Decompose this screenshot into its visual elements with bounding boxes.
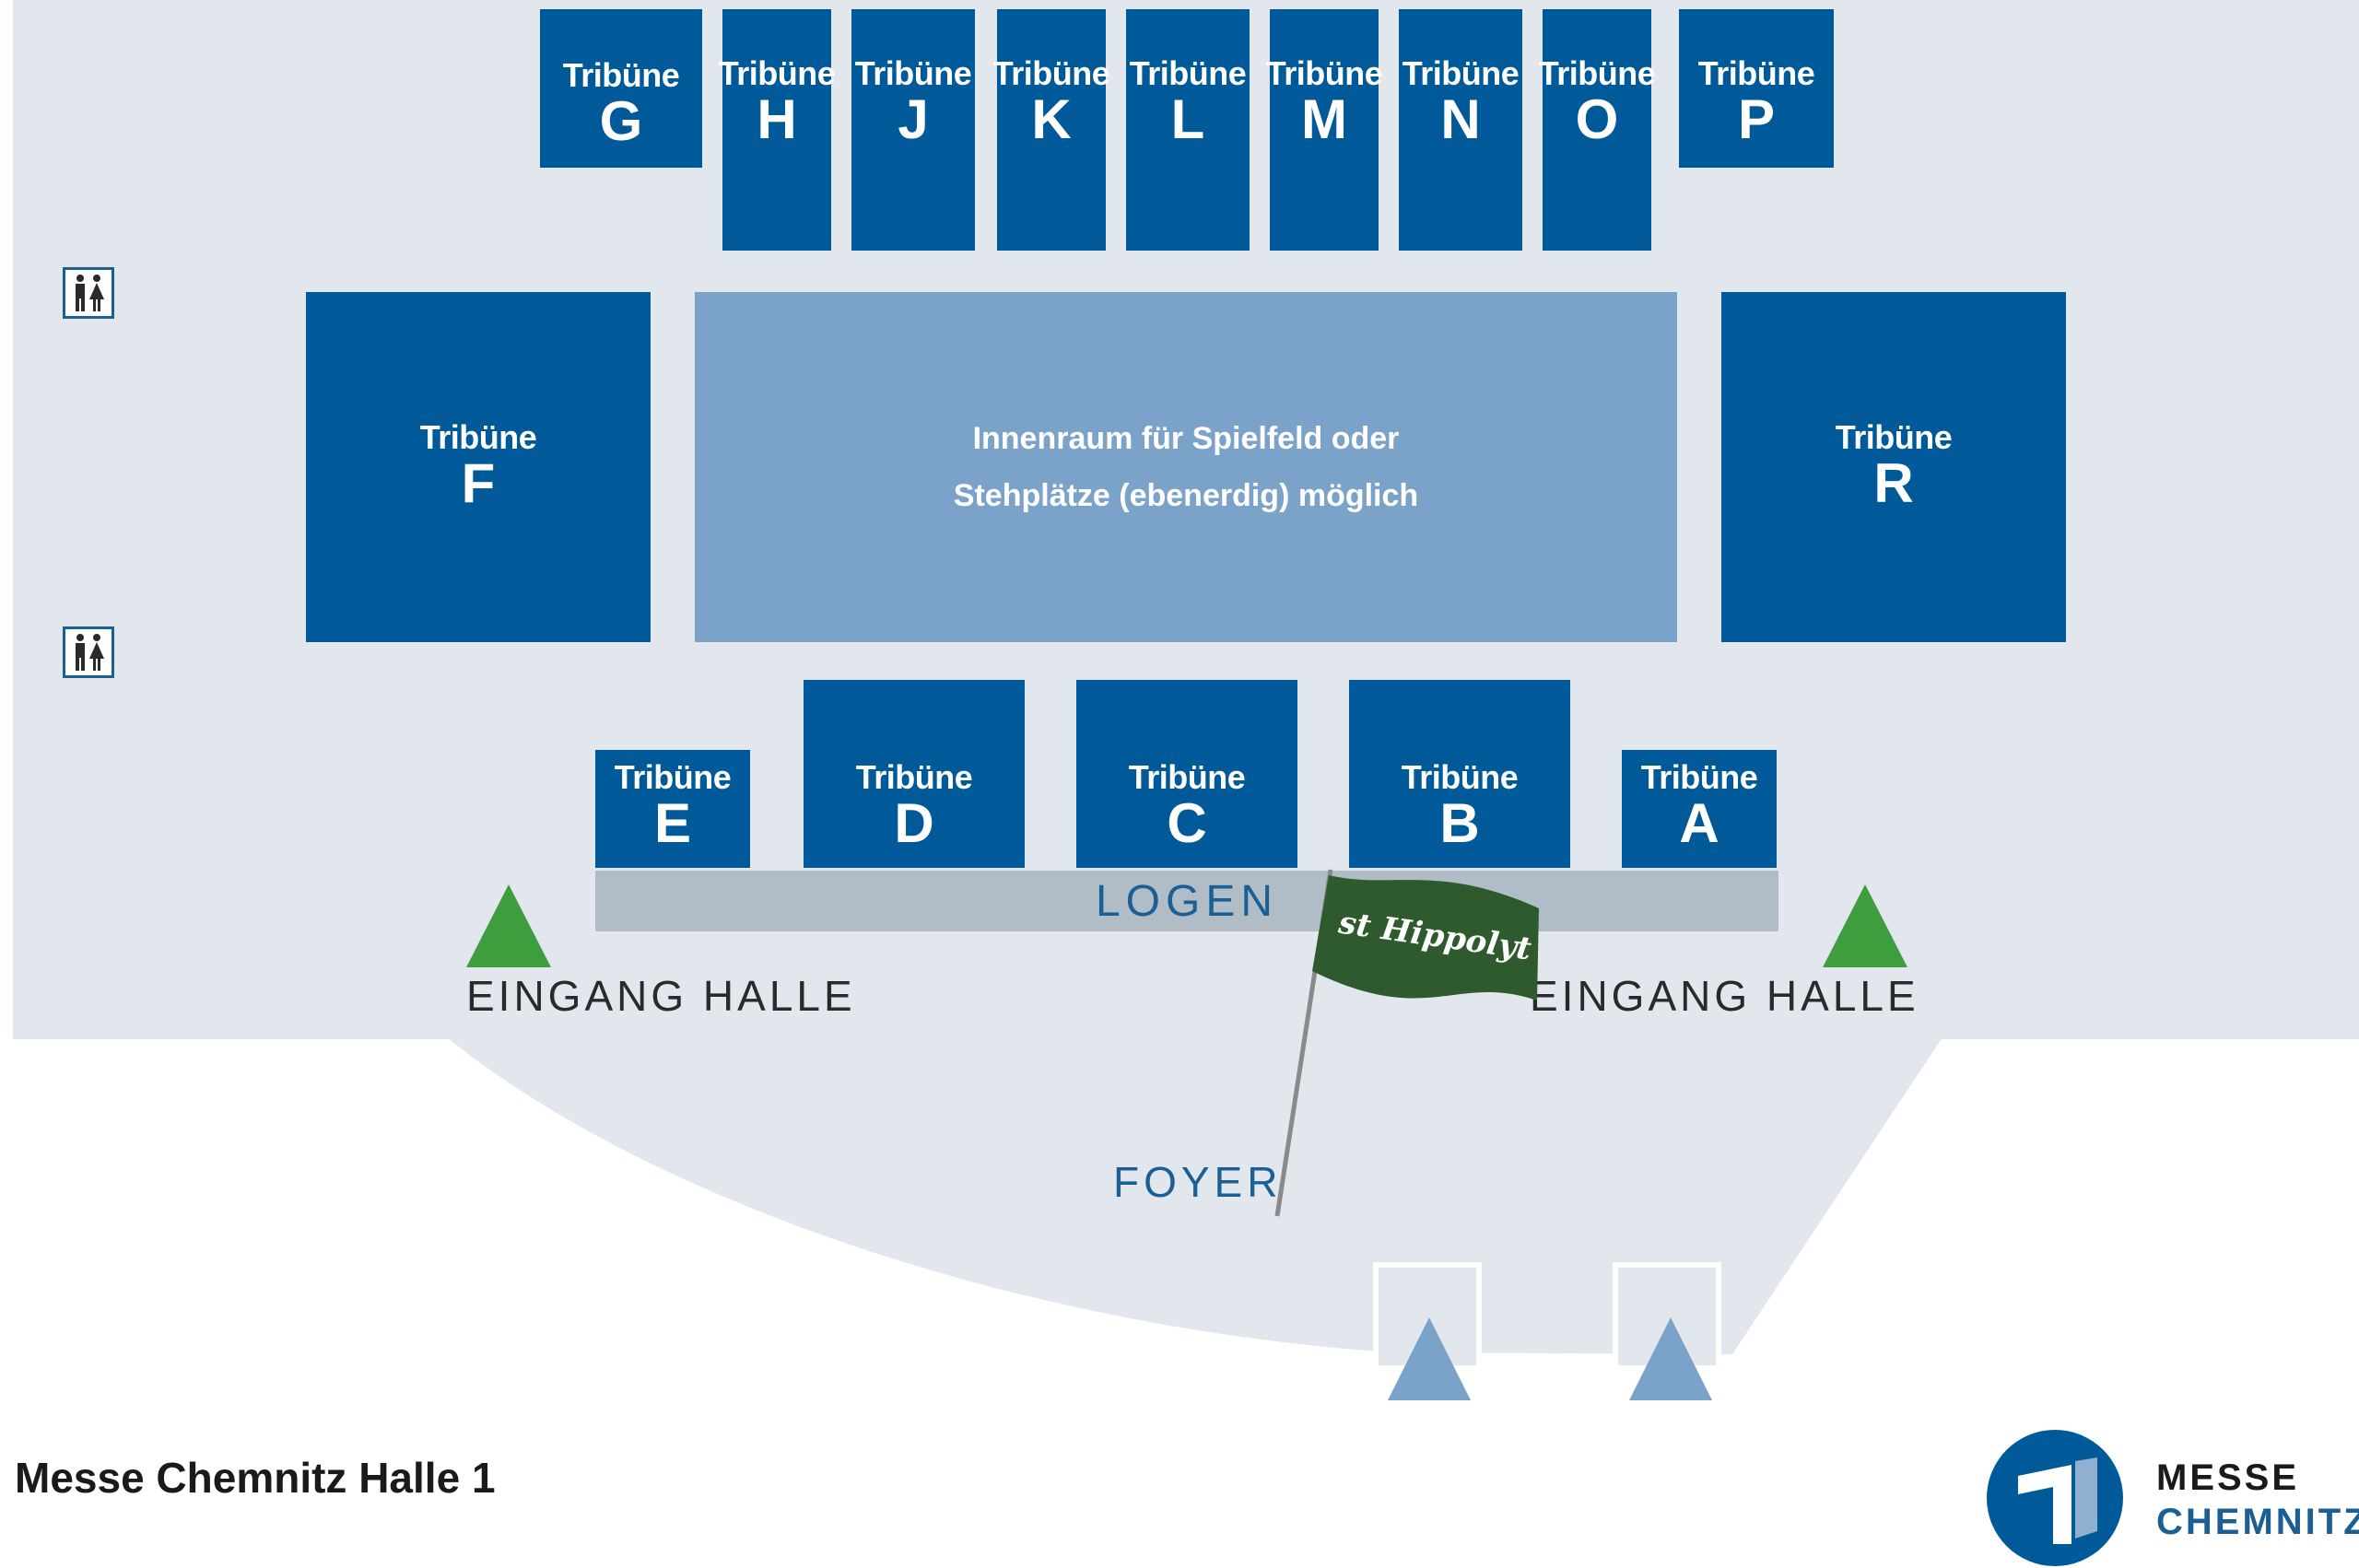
tribune-letter: P [1737, 88, 1776, 150]
flag-icon [1274, 869, 1539, 1217]
tribune-letter: R [1873, 452, 1914, 514]
messe-logo-icon [1987, 1430, 2123, 1566]
tribune-l[interactable]: Tribüne L [1126, 9, 1250, 251]
inner-field[interactable]: Innenraum für Spielfeld oder Stehplätze … [695, 292, 1677, 642]
tribune-letter: A [1679, 792, 1719, 854]
tribune-label: Tribüne [1538, 54, 1656, 92]
restroom-icon [63, 267, 114, 319]
entrance-label-left: EINGANG HALLE [466, 972, 856, 1020]
tribune-letter: C [1167, 792, 1207, 854]
tribune-label: Tribüne [1265, 54, 1383, 92]
tribune-label: Tribüne [854, 54, 972, 92]
entrance-arrow-icon [466, 884, 551, 967]
tribune-c[interactable]: Tribüne C [1076, 680, 1297, 868]
tribune-label: Tribüne [1640, 758, 1758, 796]
tribune-j[interactable]: Tribüne J [851, 9, 975, 251]
tribune-letter: J [898, 88, 929, 150]
logen-label: LOGEN [1095, 876, 1279, 926]
tribune-h[interactable]: Tribüne H [719, 9, 836, 251]
entrance-arrow-icon [1388, 1317, 1471, 1400]
tribune-letter: H [757, 88, 797, 150]
tribune-label: Tribüne [1402, 54, 1520, 92]
tribune-letter: N [1440, 88, 1481, 150]
tribune-letter: D [894, 792, 934, 854]
page-title: Messe Chemnitz Halle 1 [15, 1454, 496, 1502]
tribune-letter: G [599, 90, 643, 152]
tribune-b[interactable]: Tribüne B [1349, 680, 1570, 868]
entrance-arrow-icon [1823, 884, 1907, 967]
tribune-label: Tribüne [1835, 418, 1953, 456]
tribune-o[interactable]: Tribüne O [1539, 9, 1656, 251]
tribune-n[interactable]: Tribüne N [1399, 9, 1522, 251]
tribune-letter: K [1031, 88, 1072, 150]
tribune-letter: E [653, 792, 692, 854]
tribune-label: Tribüne [614, 758, 732, 796]
field-line-2: Stehplätze (ebenerdig) möglich [953, 478, 1419, 513]
tribune-a[interactable]: Tribüne A [1622, 750, 1777, 868]
tribune-e[interactable]: Tribüne E [595, 750, 750, 868]
tribune-r[interactable]: Tribüne R [1721, 292, 2066, 642]
tribune-d[interactable]: Tribüne D [804, 680, 1025, 868]
tribune-letter: M [1301, 88, 1347, 150]
field-line-1: Innenraum für Spielfeld oder [972, 421, 1400, 456]
tribune-letter: L [1170, 88, 1205, 150]
tribune-label: Tribüne [1129, 54, 1247, 92]
tribune-letter: F [461, 452, 496, 514]
tribune-label: Tribüne [1128, 758, 1246, 796]
tribune-letter: O [1575, 88, 1619, 150]
tribune-letter: B [1439, 792, 1480, 854]
tribune-label: Tribüne [718, 54, 836, 92]
tribune-k[interactable]: Tribüne K [993, 9, 1110, 251]
tribune-label: Tribüne [1401, 758, 1519, 796]
messe-logo-text: MESSE CHEMNITZ [2156, 1456, 2359, 1544]
tribune-label: Tribüne [992, 54, 1110, 92]
tribune-label: Tribüne [1697, 54, 1815, 92]
tribune-label: Tribüne [562, 56, 680, 94]
logo-line-1: MESSE [2156, 1457, 2300, 1498]
entrance-label-right: EINGANG HALLE [1530, 972, 1919, 1020]
restroom-icon [63, 626, 114, 678]
tribune-label: Tribüne [855, 758, 973, 796]
logen-strip[interactable]: LOGEN [595, 871, 1778, 931]
tribune-g[interactable]: Tribüne G [540, 9, 702, 168]
tribune-f[interactable]: Tribüne F [306, 292, 651, 642]
logo-line-2: CHEMNITZ [2156, 1502, 2359, 1542]
tribune-m[interactable]: Tribüne M [1266, 9, 1383, 251]
tribune-p[interactable]: Tribüne P [1679, 9, 1834, 168]
tribune-label: Tribüne [419, 418, 537, 456]
foyer-label: FOYER [1113, 1158, 1283, 1206]
entrance-arrow-icon [1629, 1317, 1712, 1400]
